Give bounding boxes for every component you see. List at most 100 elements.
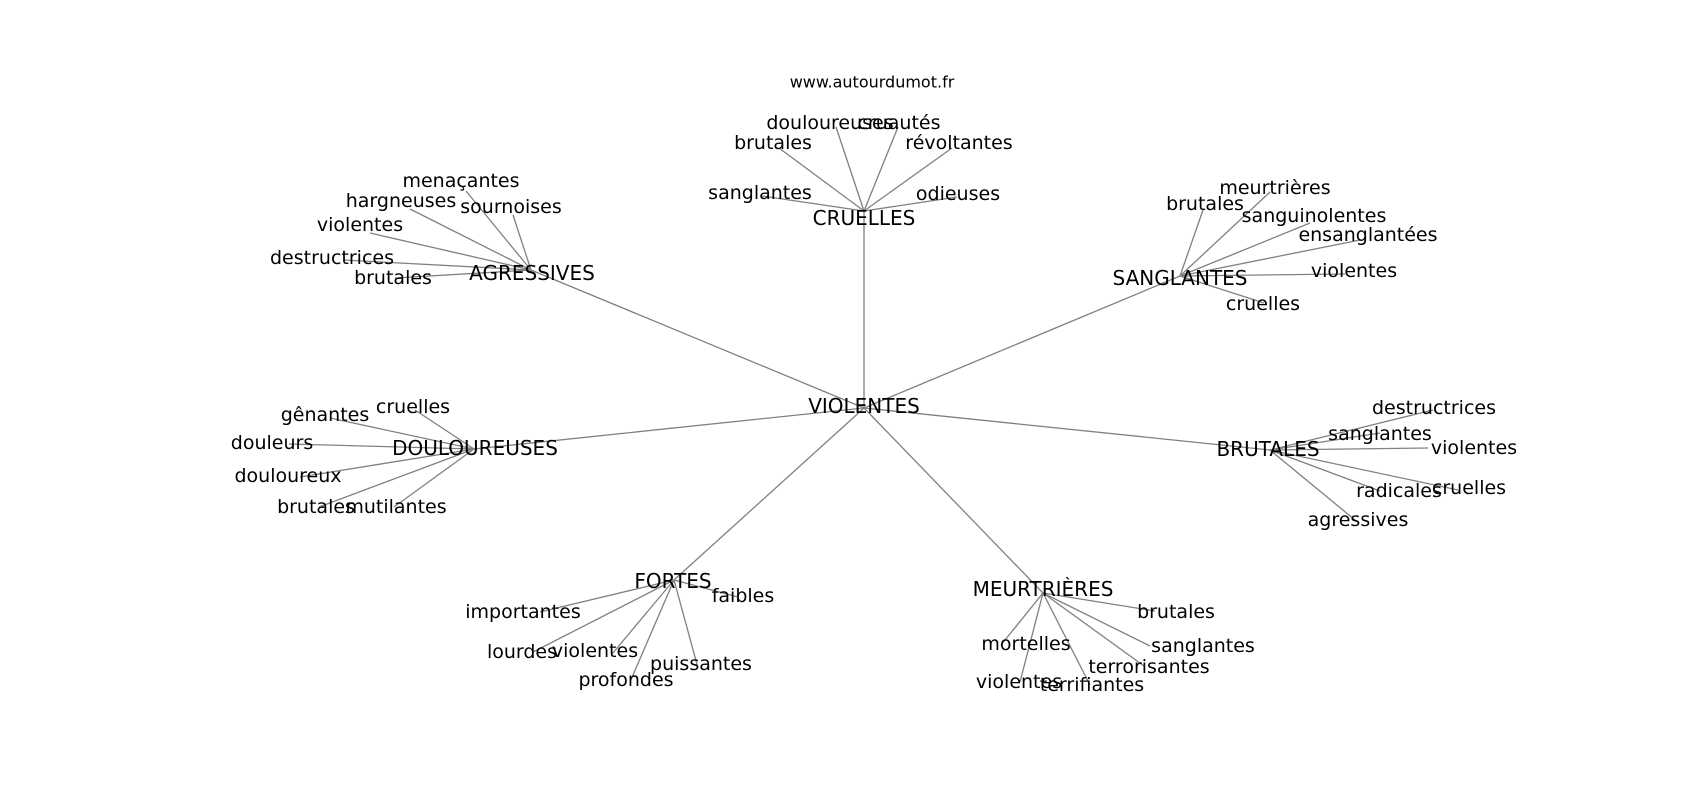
source-url[interactable]: www.autourdumot.fr xyxy=(790,73,955,92)
leaf-node-douloureuses-douloureux[interactable]: douloureux xyxy=(234,465,341,487)
edge-meurtrieres-mortelles xyxy=(1000,592,1044,646)
hub-node-douloureuses[interactable]: DOULOUREUSES xyxy=(392,436,558,460)
leaf-node-brutales-sanglantes[interactable]: sanglantes xyxy=(1328,423,1432,445)
leaf-node-brutales-agressives[interactable]: agressives xyxy=(1308,509,1409,531)
edge-brutales-radicales xyxy=(1269,449,1381,492)
edge-douloureuses-genantes xyxy=(329,417,475,450)
hub-node-cruelles[interactable]: CRUELLES xyxy=(813,206,916,230)
edge-center-agressives xyxy=(530,269,865,409)
leaf-node-cruelles-odieuses[interactable]: odieuses xyxy=(916,183,1000,205)
hub-node-fortes[interactable]: FORTES xyxy=(634,569,711,593)
leaf-node-douloureuses-cruelles[interactable]: cruelles xyxy=(376,396,450,418)
leaf-node-meurtrieres-terrorisantes[interactable]: terrorisantes xyxy=(1088,656,1209,678)
edge-meurtrieres-brutales xyxy=(1042,592,1156,612)
leaf-node-brutales-destructrices[interactable]: destructrices xyxy=(1372,397,1496,419)
edge-meurtrieres-sanglantes xyxy=(1042,592,1151,647)
leaf-node-fortes-lourdes[interactable]: lourdes xyxy=(487,641,557,663)
leaf-node-douloureuses-brutales[interactable]: brutales xyxy=(277,496,355,518)
leaf-node-sanglantes-brutales[interactable]: brutales xyxy=(1166,193,1244,215)
leaf-node-cruelles-sanglantes[interactable]: sanglantes xyxy=(708,182,812,204)
leaf-node-fortes-faibles[interactable]: faibles xyxy=(712,585,775,607)
edge-cruelles-sanglantes xyxy=(761,195,865,212)
hub-node-meurtrieres[interactable]: MEURTRIÈRES xyxy=(973,577,1114,601)
edge-meurtrieres-violentes xyxy=(1019,592,1044,683)
edge-brutales-violentes xyxy=(1269,447,1429,451)
edge-douloureuses-douloureux xyxy=(299,448,475,478)
edge-fortes-puissantes xyxy=(673,579,699,669)
leaf-node-cruelles-cruautes[interactable]: cruautés xyxy=(857,112,940,134)
edge-sanglantes-sanguinolentes xyxy=(1179,222,1311,277)
leaf-node-fortes-puissantes[interactable]: puissantes xyxy=(650,653,752,675)
hub-node-agressives[interactable]: AGRESSIVES xyxy=(469,261,595,285)
edge-brutales-sanglantes xyxy=(1269,432,1381,451)
edge-cruelles-revoltantes xyxy=(863,147,953,212)
edge-fortes-lourdes xyxy=(532,579,675,653)
leaf-node-sanglantes-violentes[interactable]: violentes xyxy=(1311,260,1397,282)
leaf-node-cruelles-revoltantes[interactable]: révoltantes xyxy=(905,132,1012,154)
edge-meurtrieres-terrifiantes xyxy=(1042,592,1091,686)
hub-node-brutales[interactable]: BRUTALES xyxy=(1216,437,1319,461)
edge-fortes-faibles xyxy=(673,579,739,598)
leaf-node-agressives-sournoises[interactable]: sournoises xyxy=(460,196,561,218)
center-word-node[interactable]: VIOLENTES xyxy=(808,394,920,418)
edge-sanglantes-meurtrieres xyxy=(1179,191,1271,277)
leaf-node-agressives-brutales[interactable]: brutales xyxy=(354,267,432,289)
leaf-node-meurtrieres-violentes[interactable]: violentes xyxy=(976,671,1062,693)
hub-node-sanglantes[interactable]: SANGLANTES xyxy=(1113,266,1248,290)
leaf-node-cruelles-brutales[interactable]: brutales xyxy=(734,132,812,154)
edge-brutales-agressives xyxy=(1269,449,1356,521)
leaf-node-fortes-importantes[interactable]: importantes xyxy=(465,601,580,623)
edge-agressives-destructrices xyxy=(343,259,532,271)
edge-fortes-profondes xyxy=(629,579,675,683)
leaf-node-fortes-profondes[interactable]: profondes xyxy=(578,669,673,691)
edge-agressives-menacantes xyxy=(465,190,532,271)
leaf-node-brutales-cruelles[interactable]: cruelles xyxy=(1432,477,1506,499)
leaf-node-meurtrieres-terrifiantes[interactable]: terrifiantes xyxy=(1040,674,1144,696)
leaf-node-agressives-hargneuses[interactable]: hargneuses xyxy=(346,190,456,212)
edge-center-sanglantes xyxy=(863,275,1181,409)
leaf-node-meurtrieres-sanglantes[interactable]: sanglantes xyxy=(1151,635,1255,657)
edge-fortes-violentes xyxy=(611,579,675,655)
leaf-node-meurtrieres-mortelles[interactable]: mortelles xyxy=(981,633,1070,655)
edge-brutales-destructrices xyxy=(1269,409,1434,451)
leaf-node-douloureuses-douleurs[interactable]: douleurs xyxy=(231,432,313,454)
edge-cruelles-brutales xyxy=(778,147,865,212)
edge-brutales-cruelles xyxy=(1269,449,1459,491)
edge-douloureuses-mutilantes xyxy=(393,448,475,508)
edge-douloureuses-douleurs xyxy=(288,443,475,450)
leaf-node-brutales-violentes[interactable]: violentes xyxy=(1431,437,1517,459)
leaf-node-sanglantes-meurtrieres[interactable]: meurtrières xyxy=(1219,177,1330,199)
leaf-node-brutales-radicales[interactable]: radicales xyxy=(1356,480,1442,502)
leaf-node-sanglantes-ensanglantees[interactable]: ensanglantées xyxy=(1298,224,1437,246)
edge-center-fortes xyxy=(673,407,865,581)
edge-agressives-violentes xyxy=(369,232,532,271)
edge-sanglantes-ensanglantees xyxy=(1179,239,1361,277)
edge-agressives-sournoises xyxy=(512,214,532,271)
leaf-node-douloureuses-genantes[interactable]: gênantes xyxy=(281,404,370,426)
edge-meurtrieres-terrorisantes xyxy=(1042,592,1145,667)
edge-cruelles-douloureuses xyxy=(835,126,865,212)
leaf-node-sanglantes-sanguinolentes[interactable]: sanguinolentes xyxy=(1242,205,1387,227)
edge-cruelles-cruautes xyxy=(863,126,899,212)
leaf-node-agressives-violentes[interactable]: violentes xyxy=(317,214,403,236)
leaf-node-douloureuses-mutilantes[interactable]: mutilantes xyxy=(345,496,446,518)
edge-sanglantes-cruelles xyxy=(1179,275,1265,304)
graph-edges xyxy=(288,126,1459,686)
edge-center-brutales xyxy=(863,407,1271,451)
leaf-node-meurtrieres-brutales[interactable]: brutales xyxy=(1137,601,1215,623)
edge-agressives-hargneuses xyxy=(409,208,532,271)
leaf-node-agressives-destructrices[interactable]: destructrices xyxy=(270,247,394,269)
leaf-node-fortes-violentes[interactable]: violentes xyxy=(552,640,638,662)
leaf-node-sanglantes-cruelles[interactable]: cruelles xyxy=(1226,293,1300,315)
leaf-node-agressives-menacantes[interactable]: menaçantes xyxy=(402,170,519,192)
edge-douloureuses-brutales xyxy=(318,448,475,508)
edge-douloureuses-cruelles xyxy=(414,409,475,450)
edge-sanglantes-violentes xyxy=(1179,273,1346,277)
edge-center-douloureuses xyxy=(473,407,865,450)
edge-sanglantes-brutales xyxy=(1179,209,1204,277)
leaf-node-cruelles-douloureuses[interactable]: douloureuses xyxy=(766,112,893,134)
edge-agressives-brutales xyxy=(394,269,532,279)
edge-center-meurtrieres xyxy=(863,407,1044,594)
